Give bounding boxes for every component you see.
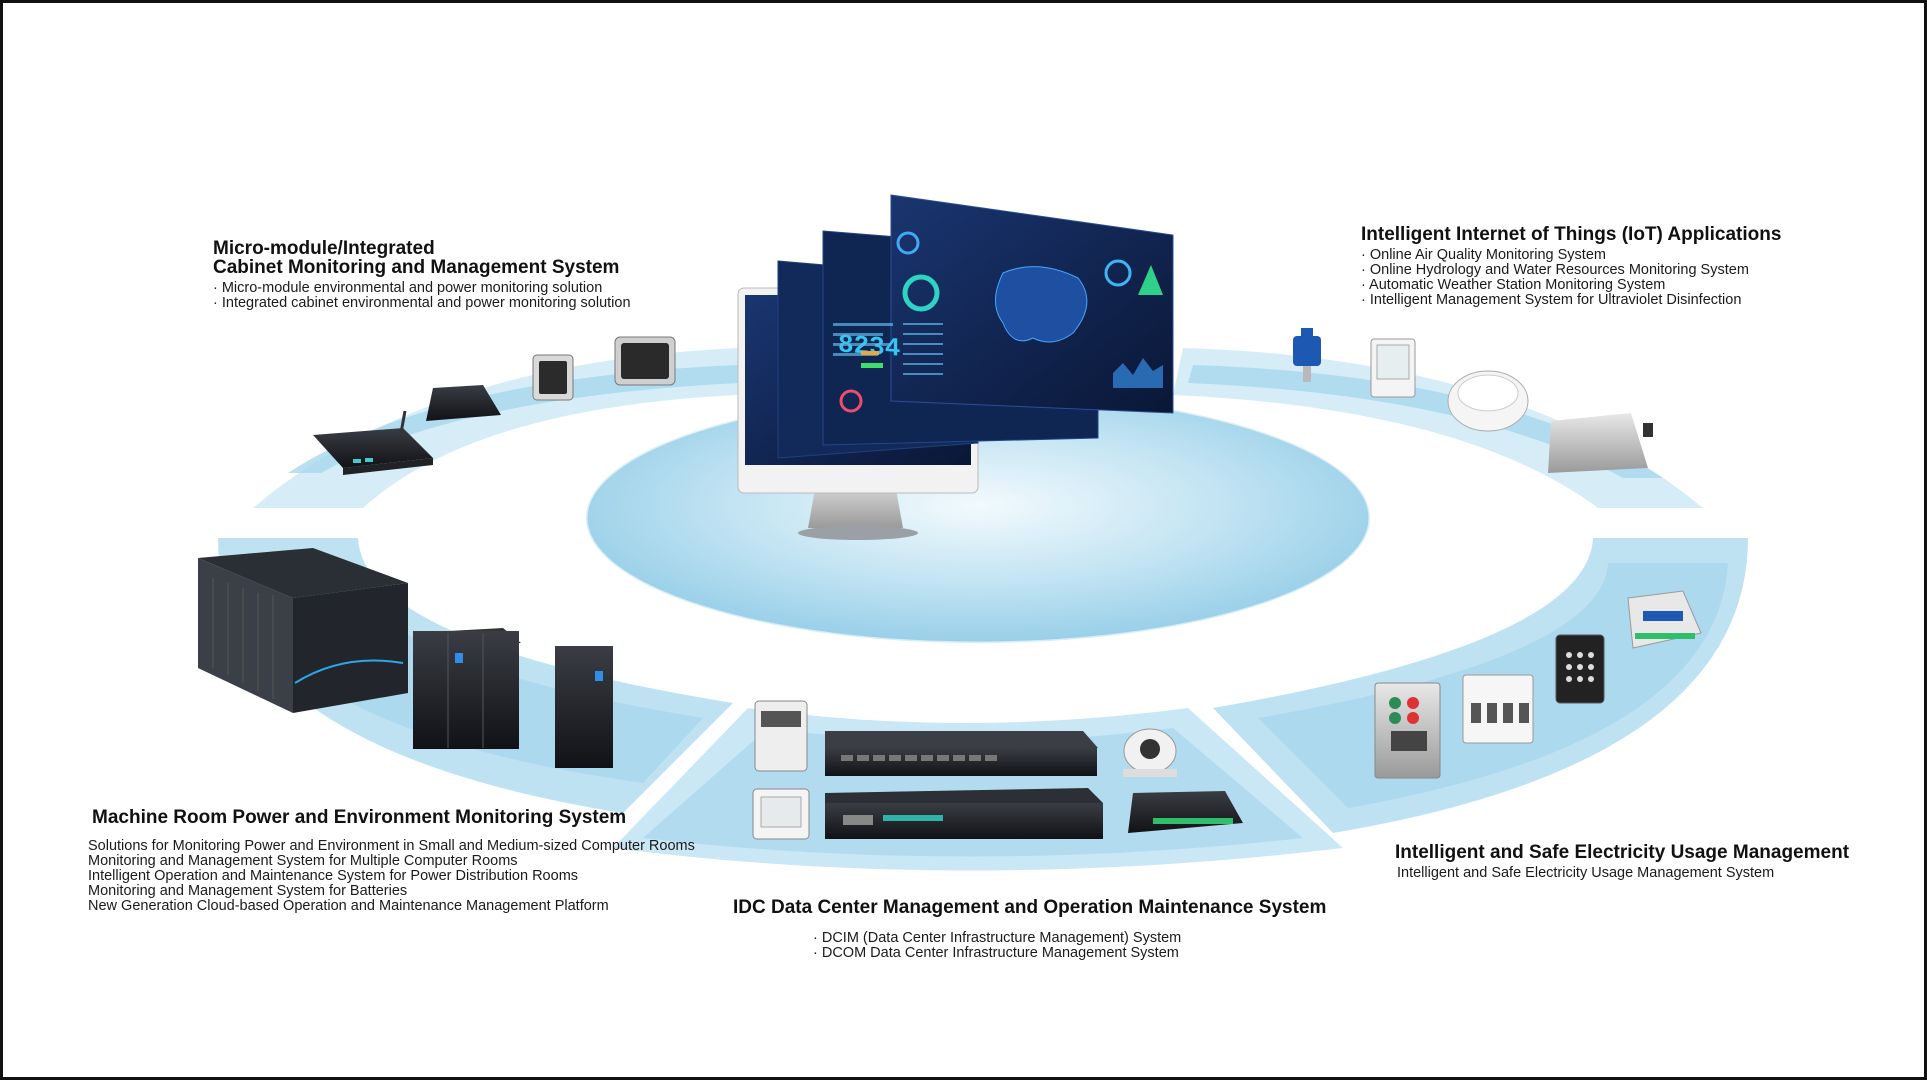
dashboard-monitor: 8234 (737, 194, 1174, 540)
micro-module-devices (313, 336, 676, 475)
micro-module-item: · Micro-module environmental and power m… (213, 280, 603, 296)
iot-title: Intelligent Internet of Things (IoT) App… (1361, 224, 1782, 245)
idc-section: IDC Data Center Management and Operation… (733, 898, 1326, 961)
micro-module-title-line1: Micro-module/Integrated (213, 238, 435, 259)
iot-item: · Automatic Weather Station Monitoring S… (1361, 277, 1666, 293)
machine-room-item: Monitoring and Management System for Mul… (88, 853, 518, 869)
micro-module-title-line2: Cabinet Monitoring and Management System (213, 257, 620, 278)
micro-module-item: · Integrated cabinet environmental and p… (213, 295, 631, 311)
machine-room-devices (198, 548, 613, 768)
micro-module-list: · Micro-module environmental and power m… (213, 281, 631, 311)
machine-room-item: Intelligent Operation and Maintenance Sy… (88, 868, 579, 884)
electricity-devices (1374, 590, 1702, 779)
machine-room-title: Machine Room Power and Environment Monit… (92, 807, 627, 828)
idc-title: IDC Data Center Management and Operation… (733, 897, 1327, 918)
idc-list: · DCIM (Data Center Infrastructure Manag… (813, 931, 1326, 961)
ring-diagram: 8234 (198, 194, 1748, 871)
idc-item: · DCOM Data Center Infrastructure Manage… (813, 945, 1179, 961)
iot-item: · Online Air Quality Monitoring System (1361, 247, 1606, 263)
machine-room-item: New Generation Cloud-based Operation and… (88, 898, 609, 914)
iot-item: · Online Hydrology and Water Resources M… (1361, 262, 1749, 278)
iot-list: · Online Air Quality Monitoring System ·… (1361, 248, 1781, 308)
machine-room-list: Solutions for Monitoring Power and Envir… (88, 839, 695, 914)
machine-room-section: Machine Room Power and Environment Monit… (88, 808, 695, 914)
idc-devices (752, 700, 1243, 840)
electricity-list: Intelligent and Safe Electricity Usage M… (1397, 866, 1849, 881)
iot-section: Intelligent Internet of Things (IoT) App… (1361, 225, 1781, 308)
electricity-title: Intelligent and Safe Electricity Usage M… (1395, 842, 1850, 863)
electricity-item: Intelligent and Safe Electricity Usage M… (1397, 865, 1775, 881)
electricity-section: Intelligent and Safe Electricity Usage M… (1395, 843, 1849, 881)
iot-devices (1293, 328, 1653, 473)
machine-room-item: Solutions for Monitoring Power and Envir… (88, 838, 695, 854)
idc-item: · DCIM (Data Center Infrastructure Manag… (813, 930, 1182, 946)
iot-item: · Intelligent Management System for Ultr… (1361, 292, 1742, 308)
machine-room-item: Monitoring and Management System for Bat… (88, 883, 408, 899)
micro-module-section: Micro-module/Integrated Cabinet Monitori… (213, 239, 631, 311)
